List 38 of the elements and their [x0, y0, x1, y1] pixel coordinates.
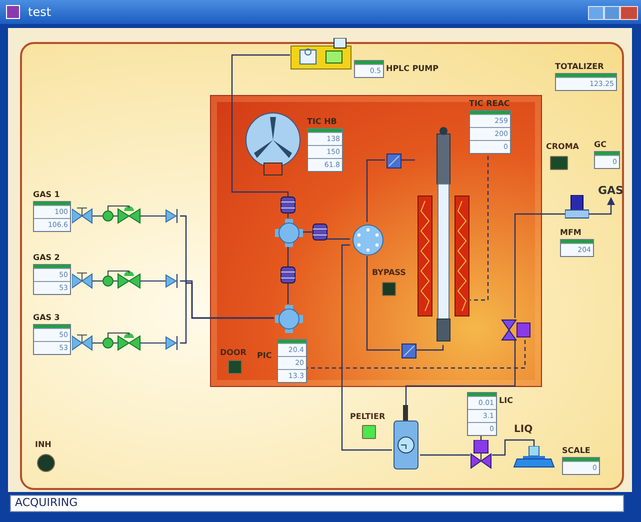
- signal-line: [470, 156, 489, 301]
- pipe-line: [480, 434, 482, 440]
- tag-label: MFM: [560, 228, 582, 237]
- tag-label: GAS 1: [33, 190, 60, 199]
- pipe-line: [401, 159, 415, 161]
- pipe-line: [492, 439, 535, 456]
- tag-label: TOTALIZER: [555, 62, 604, 71]
- arrow: [589, 197, 615, 215]
- pipe-line: [366, 159, 385, 222]
- tag-label: SCALE: [562, 446, 590, 455]
- signal-line: [304, 340, 526, 369]
- tag-label: LIC: [499, 396, 513, 405]
- tag-label: TIC REAC: [469, 99, 510, 108]
- status-bar: ACQUIRING: [10, 495, 624, 512]
- label: LIQ: [514, 424, 533, 435]
- tag-label: GAS 3: [33, 313, 60, 322]
- tag-label: TIC HB: [307, 117, 337, 126]
- pipe-line: [231, 54, 290, 218]
- oven-enclosure: [210, 95, 542, 387]
- label: CROMA: [546, 142, 579, 151]
- pipe-line: [420, 454, 470, 456]
- tag-label: HPLC PUMP: [386, 64, 438, 73]
- pipe-line: [405, 340, 516, 405]
- label: PELTIER: [350, 412, 386, 421]
- pipe-line: [287, 246, 289, 304]
- label: INH: [35, 440, 52, 449]
- pipe-line: [180, 282, 274, 344]
- label: BYPASS: [372, 268, 406, 277]
- tag-label: GAS 2: [33, 253, 60, 262]
- label: DOOR: [220, 348, 246, 357]
- pipe-line: [514, 213, 565, 318]
- tag-label: PIC: [257, 351, 272, 360]
- window-title: test: [28, 5, 52, 19]
- pipe-line: [416, 345, 444, 351]
- pipe-line: [366, 256, 400, 351]
- tag-label: GC: [594, 140, 606, 149]
- pipe-line: [341, 244, 392, 451]
- pipe-line: [302, 231, 350, 240]
